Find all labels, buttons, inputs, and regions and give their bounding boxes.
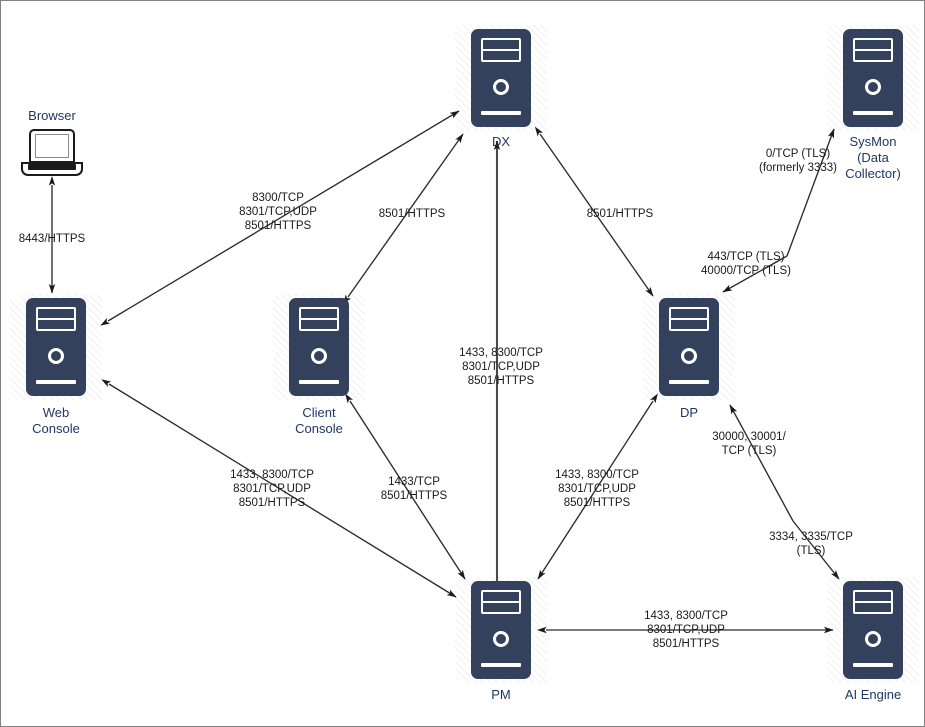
server-tower-icon: [471, 29, 531, 127]
front-panel-bar: [853, 663, 893, 667]
laptop-icon: [21, 129, 83, 176]
edge-sysmon-dp-lower: [722, 255, 788, 293]
power-button-icon: [865, 79, 881, 95]
node-browser[interactable]: [21, 129, 83, 176]
edge-client-console-dx: [342, 133, 464, 305]
edge-label-dp-ai-engine: 30000, 30001/ TCP (TLS): [712, 431, 786, 457]
node-dx[interactable]: [455, 25, 547, 131]
node-ai-engine[interactable]: [827, 577, 919, 683]
drive-bay-divider: [299, 318, 339, 321]
power-button-icon: [48, 348, 64, 364]
edge-label-dp-ai-engine-ports: 3334, 3335/TCP (TLS): [769, 531, 853, 557]
edge-label-dp-sysmon-ports: 443/TCP (TLS) 40000/TCP (TLS): [701, 251, 791, 277]
server-tower-icon: [843, 29, 903, 127]
power-button-icon: [493, 79, 509, 95]
edge-label-web-console-pm: 1433, 8300/TCP 8301/TCP,UDP 8501/HTTPS: [230, 469, 314, 509]
node-label-dp: DP: [679, 405, 699, 420]
server-tower-icon: [26, 298, 86, 396]
server-tower-icon: [843, 581, 903, 679]
front-panel-bar: [299, 380, 339, 384]
drive-bay-divider: [853, 49, 893, 52]
node-label-sysmon: SysMon (Data Collector): [845, 134, 901, 181]
drive-bay-divider: [853, 601, 893, 604]
edge-label-web-console-dx: 8300/TCP 8301/TCP,UDP 8501/HTTPS: [239, 192, 317, 232]
laptop-lid: [29, 129, 75, 163]
front-panel-bar: [481, 663, 521, 667]
edge-dx-dp: [534, 126, 654, 297]
edge-dp-sysmon-upper: [786, 128, 835, 257]
node-label-browser: Browser: [28, 108, 76, 123]
edge-ai-engine-dp-upper: [729, 404, 794, 522]
drive-bay-divider: [481, 601, 521, 604]
front-panel-bar: [853, 111, 893, 115]
node-client-console[interactable]: [273, 294, 365, 400]
node-label-client-console: Client Console: [295, 405, 343, 436]
edge-label-pm-ai-engine: 1433, 8300/TCP 8301/TCP,UDP 8501/HTTPS: [644, 610, 728, 650]
laptop-keyboard: [28, 164, 76, 170]
node-web-console[interactable]: [10, 294, 102, 400]
edge-label-sysmon-dp: 0/TCP (TLS) (formerly 3333): [759, 148, 837, 174]
server-tower-icon: [471, 581, 531, 679]
power-button-icon: [681, 348, 697, 364]
laptop-screen: [35, 134, 69, 158]
front-panel-bar: [481, 111, 521, 115]
node-label-web-console: Web Console: [32, 405, 80, 436]
power-button-icon: [493, 631, 509, 647]
edge-label-client-console-pm: 1433/TCP 8501/HTTPS: [380, 476, 448, 502]
node-label-ai-engine: AI Engine: [844, 687, 902, 702]
front-panel-bar: [669, 380, 709, 384]
node-pm[interactable]: [455, 577, 547, 683]
power-button-icon: [865, 631, 881, 647]
front-panel-bar: [36, 380, 76, 384]
server-tower-icon: [289, 298, 349, 396]
server-tower-icon: [659, 298, 719, 396]
edge-label-browser-web-console: 8443/HTTPS: [18, 233, 86, 245]
edge-dp-ai-engine-lower: [792, 520, 840, 580]
node-label-dx: DX: [491, 134, 511, 149]
drive-bay-divider: [669, 318, 709, 321]
edge-dp-pm: [537, 393, 658, 580]
edge-label-client-console-dx: 8501/HTTPS: [378, 208, 446, 220]
node-dp[interactable]: [643, 294, 735, 400]
drive-bay-divider: [36, 318, 76, 321]
edge-label-dx-dp: 8501/HTTPS: [586, 208, 654, 220]
edge-label-dx-pm: 1433, 8300/TCP 8301/TCP,UDP 8501/HTTPS: [459, 347, 543, 387]
power-button-icon: [311, 348, 327, 364]
edge-label-dp-pm: 1433, 8300/TCP 8301/TCP,UDP 8501/HTTPS: [555, 469, 639, 509]
drive-bay-divider: [481, 49, 521, 52]
node-sysmon[interactable]: [827, 25, 919, 131]
node-label-pm: PM: [491, 687, 511, 702]
edge-client-console-pm: [345, 393, 466, 580]
